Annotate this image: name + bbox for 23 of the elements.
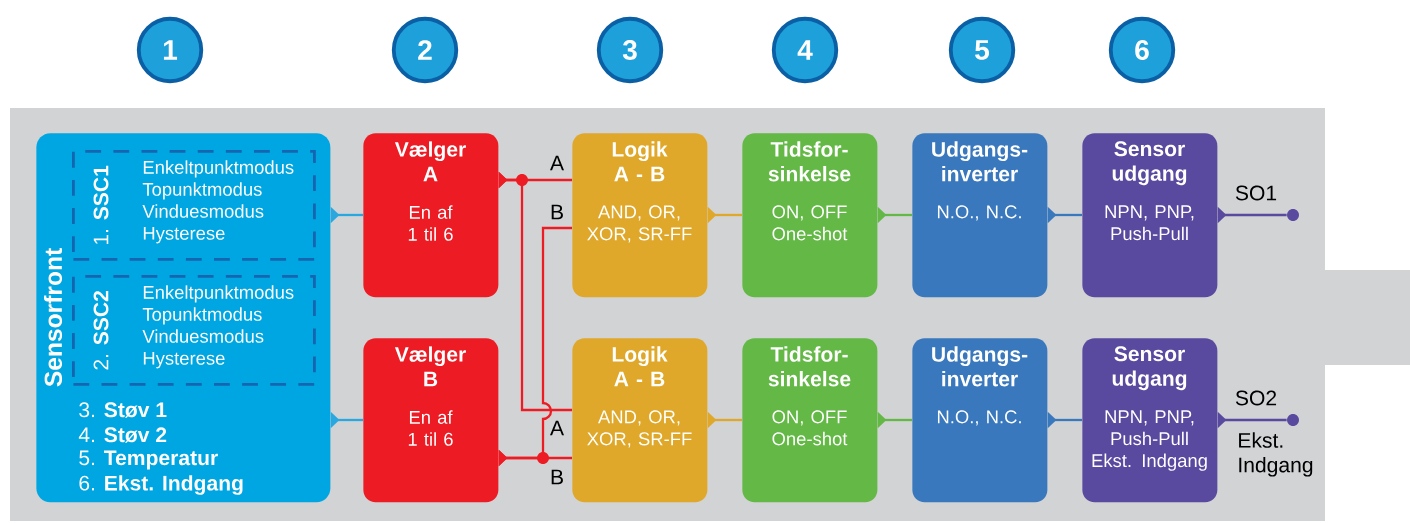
- edge-label: A: [550, 155, 564, 171]
- edge-label: A: [550, 420, 564, 436]
- process-box: Tidsfor- sinkelse ON, OFF One-shot: [742, 338, 878, 503]
- edge-label: B: [551, 204, 563, 220]
- process-box: Logik A - B AND, OR, XOR, SR-FF: [572, 338, 708, 503]
- list-item: 4. Støv 2: [78, 427, 167, 443]
- process-box: Sensor udgang NPN, PNP, Push-Pull: [1082, 133, 1218, 298]
- process-box: Sensor udgang NPN, PNP, Push-Pull Ekst. Indgang: [1082, 338, 1218, 503]
- process-box: Udgangs- inverter N.O., N.C.: [912, 133, 1048, 298]
- dashed-box: 2. SSC2 Enkeltpunktmodus Topunktmodus Vinduesmodus Hysterese: [72, 275, 316, 386]
- process-box: Logik A - B AND, OR, XOR, SR-FF: [572, 133, 708, 298]
- process-box: Tidsfor- sinkelse ON, OFF One-shot: [742, 133, 878, 298]
- process-box: Vælger B En af 1 til 6: [363, 338, 499, 503]
- list-item: 5. Temperatur: [79, 450, 218, 470]
- edge-label: SO1: [1235, 185, 1277, 201]
- dashed-box: 1. SSC1 Enkeltpunktmodus Topunktmodus Vinduesmodus Hysterese: [72, 150, 316, 261]
- process-box: Udgangs- inverter N.O., N.C.: [912, 338, 1048, 503]
- edge-label: B: [551, 469, 563, 485]
- list-item: 6. Ekst. Indgang: [79, 475, 243, 495]
- list-item: 3. Støv 1: [79, 402, 167, 418]
- process-box: Vælger A En af 1 til 6: [363, 133, 499, 298]
- note-label: Ekst. Indgang: [1239, 432, 1313, 477]
- edge-label: SO2: [1235, 390, 1277, 406]
